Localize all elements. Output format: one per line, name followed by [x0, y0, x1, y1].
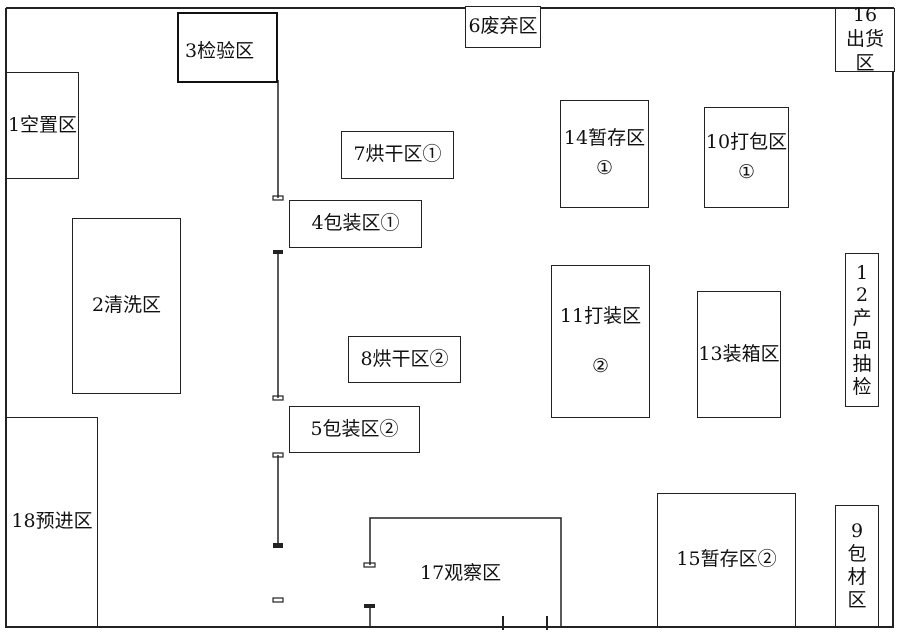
- partition-tick: [272, 395, 284, 401]
- zone-2-label: 2清洗区: [91, 294, 162, 317]
- observation-wall: [369, 517, 562, 627]
- zone-18-pre-entry: 18预进区: [6, 417, 98, 627]
- zone-11-packing: 11打装区 ②: [551, 265, 650, 418]
- zone-10-label: 10打包区: [705, 130, 788, 153]
- zone-14-label: 14暂存区: [563, 127, 646, 150]
- zone-1-label: 1空置区: [7, 113, 78, 136]
- partition-tick: [273, 250, 283, 254]
- zone-9-label: 9包材区: [847, 520, 867, 611]
- zone-11-label: 11打装区: [559, 304, 642, 327]
- zone-8-label: 8烘干区②: [360, 347, 449, 370]
- zone-6-label: 6废弃区: [468, 15, 538, 38]
- zone-7-drying: 7烘干区①: [341, 131, 454, 179]
- zone-16-shipping: 16出货区: [835, 4, 895, 74]
- zone-9-packing-materials: 9包材区: [835, 505, 879, 627]
- zone-1-vacant: 1空置区: [6, 72, 79, 179]
- zone-4-packaging: 4包装区①: [289, 200, 422, 248]
- zone-15-label: 15暂存区②: [676, 548, 777, 571]
- zone-12-product-sampling: 12产品抽检: [845, 253, 879, 407]
- zone-12-label: 12产品抽检: [852, 261, 872, 398]
- zone-5-label: 5包装区②: [310, 417, 399, 440]
- door-tick: [363, 562, 376, 568]
- partition-tick: [273, 543, 283, 548]
- zone-13-label: 13装箱区: [698, 342, 780, 365]
- zone-6-waste: 6废弃区: [465, 6, 541, 48]
- zone-18-label: 18预进区: [11, 510, 93, 533]
- partition-tick: [272, 195, 284, 201]
- zone-10-sub: ①: [737, 160, 756, 183]
- zone-14-staging: 14暂存区 ①: [560, 100, 649, 208]
- zone-3-inspection: 3检验区: [177, 12, 278, 83]
- zone-8-drying: 8烘干区②: [348, 336, 461, 383]
- zone-14-sub: ①: [595, 157, 614, 179]
- zone-5-packaging: 5包装区②: [289, 406, 420, 453]
- zone-16-label: 16出货区: [845, 4, 884, 74]
- zone-2-cleaning: 2清洗区: [72, 218, 181, 394]
- partition-tick: [272, 452, 284, 458]
- zone-3-label: 3检验区: [185, 40, 255, 62]
- zone-7-label: 7烘干区①: [353, 143, 442, 166]
- partition-tick: [272, 597, 284, 603]
- zone-10-packing: 10打包区 ①: [704, 107, 789, 208]
- zone-15-staging: 15暂存区②: [657, 493, 796, 627]
- zone-4-label: 4包装区①: [311, 212, 400, 235]
- zone-11-sub: ②: [591, 354, 610, 377]
- zone-17-label: 17观察区: [420, 562, 502, 584]
- zone-13-boxing: 13装箱区: [697, 291, 781, 418]
- zone-17-observation: 17观察区: [420, 558, 501, 585]
